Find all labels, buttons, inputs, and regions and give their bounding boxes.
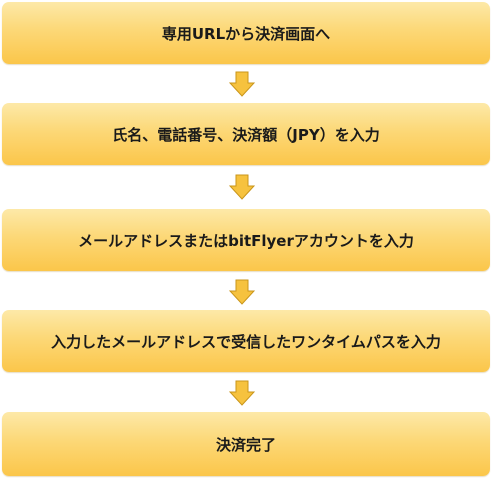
step-box-payment-complete: 決済完了: [2, 412, 490, 476]
down-arrow-icon: [229, 279, 255, 305]
step-box-enter-email-or-account: メールアドレスまたはbitFlyerアカウントを入力: [2, 209, 490, 271]
down-arrow-icon: [229, 380, 255, 406]
down-arrow-icon: [229, 71, 255, 97]
step-box-open-payment-page: 専用URLから決済画面へ: [2, 2, 490, 64]
down-arrow-icon: [229, 174, 255, 200]
step-box-enter-name-phone-amount: 氏名、電話番号、決済額（JPY）を入力: [2, 103, 490, 165]
step-label: 入力したメールアドレスで受信したワンタイムパスを入力: [51, 332, 441, 351]
step-label: メールアドレスまたはbitFlyerアカウントを入力: [78, 231, 414, 250]
step-box-enter-one-time-pass: 入力したメールアドレスで受信したワンタイムパスを入力: [2, 310, 490, 372]
step-label: 決済完了: [215, 435, 276, 454]
step-label: 専用URLから決済画面へ: [161, 24, 331, 43]
step-label: 氏名、電話番号、決済額（JPY）を入力: [112, 125, 380, 144]
